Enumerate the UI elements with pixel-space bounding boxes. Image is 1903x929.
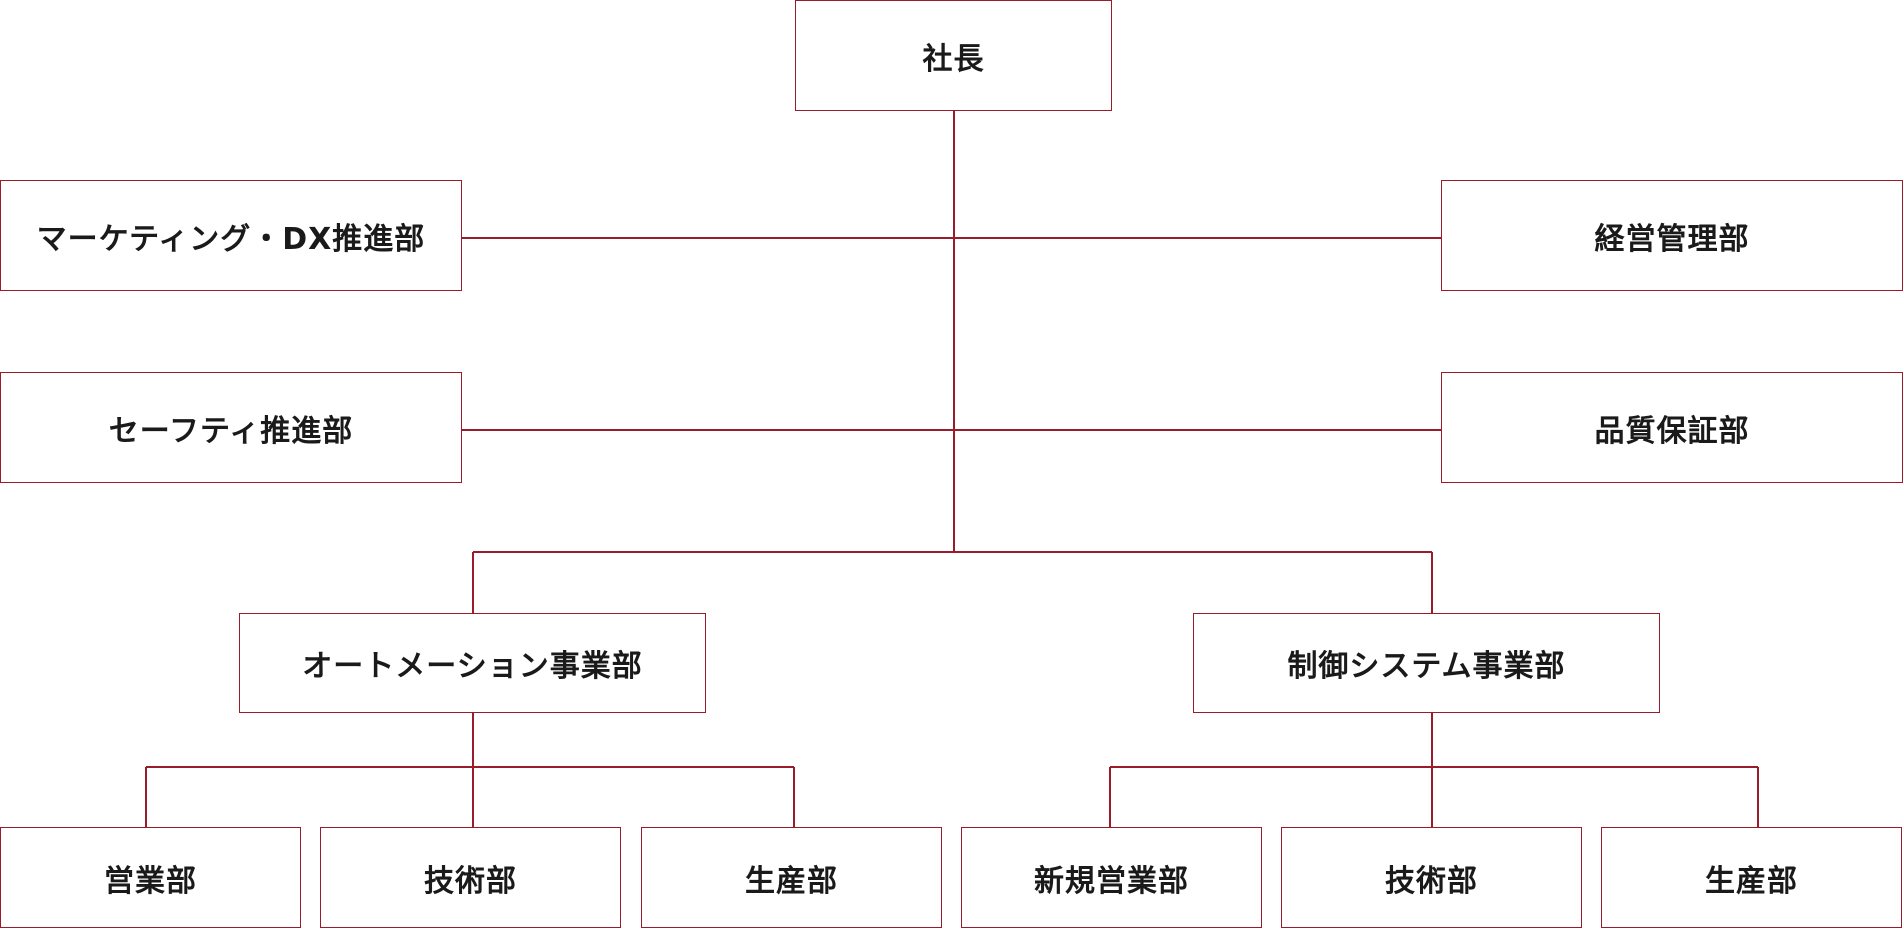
department-label-sales: 営業部 (104, 863, 197, 899)
department-box-engineering-2: 技術部 (1281, 827, 1582, 928)
president-box: 社長 (795, 0, 1112, 111)
department-label-engineering-2: 技術部 (1385, 863, 1478, 899)
division-box-automation: オートメーション事業部 (239, 613, 706, 713)
division-label-automation: オートメーション事業部 (302, 649, 643, 684)
president-label: 社長 (922, 41, 985, 77)
division-label-control-systems: 制御システム事業部 (1287, 649, 1566, 684)
department-box-production-2: 生産部 (1601, 827, 1902, 928)
staff-box-safety: セーフティ推進部 (0, 372, 462, 483)
department-label-production-1: 生産部 (745, 863, 838, 899)
staff-label-management: 経営管理部 (1594, 221, 1750, 257)
department-box-engineering-1: 技術部 (320, 827, 621, 928)
staff-box-marketing-dx: マーケティング・DX推進部 (0, 180, 462, 291)
division-box-control-systems: 制御システム事業部 (1193, 613, 1660, 713)
staff-label-quality: 品質保証部 (1594, 413, 1750, 449)
department-label-new-sales: 新規営業部 (1034, 863, 1189, 899)
department-label-engineering-1: 技術部 (424, 863, 517, 899)
staff-label-marketing-dx: マーケティング・DX推進部 (36, 221, 426, 257)
staff-box-management: 経営管理部 (1441, 180, 1903, 291)
department-box-new-sales: 新規営業部 (961, 827, 1262, 928)
department-box-production-1: 生産部 (641, 827, 942, 928)
staff-box-quality: 品質保証部 (1441, 372, 1903, 483)
staff-label-safety: セーフティ推進部 (108, 413, 354, 449)
department-box-sales: 営業部 (0, 827, 301, 928)
department-label-production-2: 生産部 (1705, 863, 1798, 899)
